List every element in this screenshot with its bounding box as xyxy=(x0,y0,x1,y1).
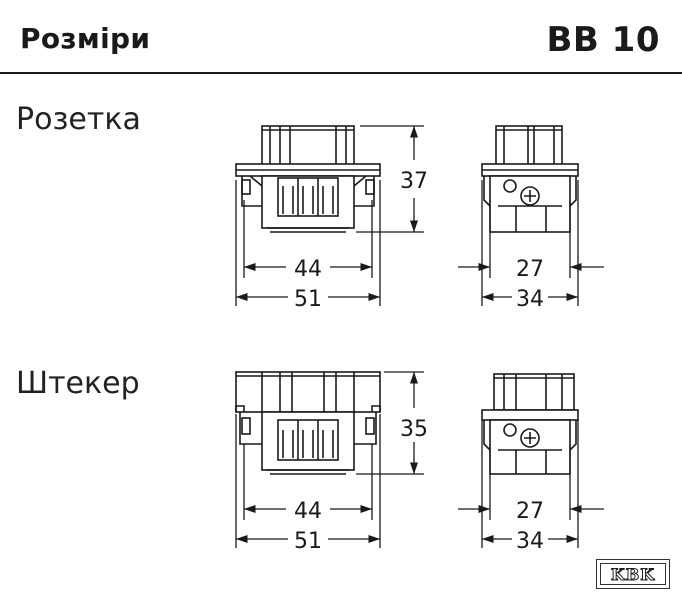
page-title: Розміри xyxy=(20,22,151,55)
plug-side-inner-label: 27 xyxy=(516,499,544,524)
plug-front-view xyxy=(235,371,381,475)
kbk-logo-text: KBK xyxy=(600,563,666,585)
socket-side-inner-label: 27 xyxy=(516,257,544,282)
socket-inner-width-label: 44 xyxy=(294,257,322,282)
socket-front-dimensions xyxy=(235,125,424,306)
plug-inner-width-label: 44 xyxy=(294,499,322,524)
socket-side-outer-label: 34 xyxy=(516,287,544,312)
socket-front-view xyxy=(235,125,381,233)
plug-label: Штекер xyxy=(16,366,140,401)
socket-side-view xyxy=(481,125,579,233)
socket-outer-width-label: 51 xyxy=(294,287,322,312)
plug-outer-width-label: 51 xyxy=(294,529,322,554)
socket-side-dimensions xyxy=(458,180,604,306)
plug-side-view xyxy=(481,373,579,475)
plug-side-outer-label: 34 xyxy=(516,529,544,554)
plug-front-dimensions xyxy=(235,371,424,548)
plug-height-label: 35 xyxy=(400,417,428,442)
model-code: BB 10 xyxy=(546,20,660,60)
header-divider xyxy=(0,72,682,74)
kbk-logo: KBK xyxy=(596,559,670,589)
socket-label: Розетка xyxy=(16,102,141,137)
socket-height-label: 37 xyxy=(400,169,428,194)
plug-side-dimensions xyxy=(458,420,604,548)
